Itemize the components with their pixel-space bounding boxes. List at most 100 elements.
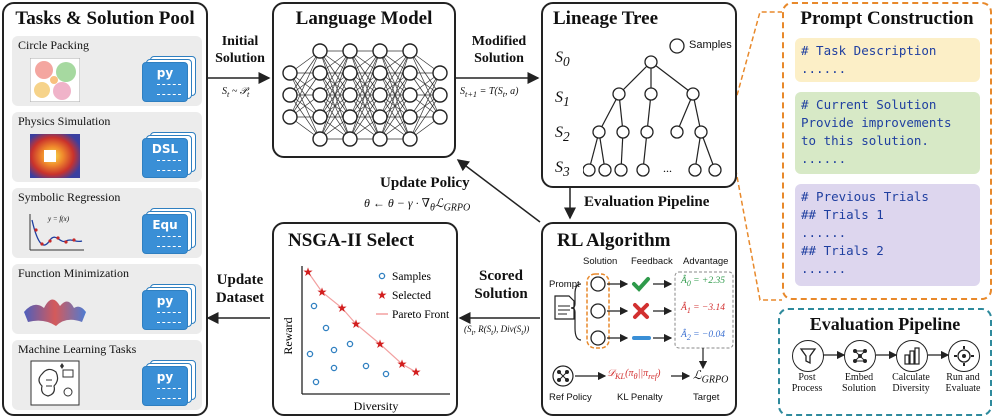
sample-point: [330, 346, 338, 354]
nn-node: [402, 131, 418, 147]
legend-sample-node: [669, 38, 685, 54]
ref-policy-icon: [552, 365, 574, 387]
modified-solution-label-line1: Modified: [471, 34, 527, 49]
file-ext-label: py: [156, 294, 174, 308]
sample-point: [382, 370, 390, 378]
task-label: Physics Simulation: [18, 114, 111, 128]
task-label: Circle Packing: [18, 38, 89, 52]
lineage-tree-panel: Lineage Tree Samples S0 S1 S2 S3 ...: [541, 2, 737, 188]
scored-solution-label-line2: Solution: [474, 286, 528, 302]
legend-front-label: Pareto Front: [392, 309, 450, 321]
task-circle-packing[interactable]: Circle Packing py: [12, 36, 202, 106]
nn-node: [432, 109, 448, 125]
symbolic-regression-plot: y = f(x): [29, 214, 84, 251]
nsga-title: NSGA-II Select: [288, 230, 415, 251]
initial-solution-label-line1: Initial: [221, 34, 259, 49]
lineage-tree-graph: ...: [583, 38, 722, 177]
gear-run-icon: [948, 340, 980, 372]
nn-node: [342, 131, 358, 147]
task-description-body: ......: [801, 61, 847, 76]
cross-icon: [633, 303, 649, 319]
modified-solution-label-line2: Solution: [474, 51, 524, 66]
task-label: Symbolic Regression: [18, 190, 121, 204]
previous-trials-line: ......: [801, 261, 847, 276]
previous-trials-line: ## Trials 2: [801, 243, 884, 258]
nn-node: [372, 43, 388, 59]
header-solution: Solution: [583, 256, 618, 267]
nn-node: [402, 43, 418, 59]
language-model-title: Language Model: [295, 8, 433, 29]
nn-node: [282, 65, 298, 81]
nn-node: [312, 43, 328, 59]
rl-algorithm-panel: RL Algorithm Solution Feedback Advantage…: [541, 222, 737, 416]
current-solution-header: # Current Solution: [801, 97, 937, 112]
task-description-block: # Task Description ......: [795, 38, 980, 82]
nn-node: [282, 87, 298, 103]
target-label: Target: [693, 392, 720, 403]
task-label: Function Minimization: [18, 266, 129, 280]
nn-node: [342, 65, 358, 81]
prompt-construction-title: Prompt Construction: [800, 8, 974, 29]
advantage-1: Â1 = −3.14: [681, 303, 725, 315]
nn-node: [372, 87, 388, 103]
sample-point: [330, 364, 338, 372]
sample-point: [306, 350, 314, 358]
nn-node: [432, 65, 448, 81]
selected-point: ★: [411, 365, 422, 379]
scored-solution-formula: (St, R(St), Div(St)): [464, 324, 530, 337]
previous-trials-line: ## Trials 1: [801, 207, 884, 222]
ref-policy-label: Ref Policy: [549, 392, 592, 403]
nn-node: [312, 109, 328, 125]
header-advantage: Advantage: [683, 256, 729, 267]
nn-node: [342, 43, 358, 59]
lineage-tree-title: Lineage Tree: [553, 8, 659, 29]
sample-point: [322, 324, 330, 332]
function-surface-image: [24, 299, 86, 326]
x-axis-label: Diversity: [354, 399, 399, 413]
update-policy-formula: θ ← θ − γ · ∇θℒGRPO: [364, 196, 471, 214]
previous-trials-header: # Previous Trials: [801, 189, 929, 204]
funnel-icon: [792, 340, 824, 372]
header-feedback: Feedback: [631, 256, 673, 267]
modified-solution-formula: St+1 = T(St, a): [460, 86, 519, 99]
advantage-2: Â2 = −0.04: [681, 330, 725, 342]
task-function-minimization[interactable]: Function Minimization py: [12, 264, 202, 334]
selected-point: ★: [397, 357, 408, 371]
current-solution-line: Provide improvements: [801, 115, 952, 130]
sample-point: [312, 378, 320, 386]
advantage-0: Â0 = +2.35: [681, 276, 725, 288]
nn-node: [312, 65, 328, 81]
pareto-front-line: [307, 271, 417, 373]
update-policy-label: Update Policy: [380, 175, 470, 191]
file-ext-label: DSL: [151, 142, 179, 156]
file-ext-label: py: [156, 370, 174, 384]
sample-point: [362, 362, 370, 370]
circle-packing-image: [30, 58, 80, 102]
file-ext-label: Equ: [152, 218, 178, 232]
neural-network-diagram: [282, 43, 448, 147]
scored-solution-label-line1: Scored: [479, 268, 523, 284]
evaluation-pipeline-arrows: [823, 350, 950, 360]
nn-node: [372, 109, 388, 125]
target-formula: ℒGRPO: [693, 368, 729, 386]
tree-ellipsis: ...: [663, 161, 672, 175]
task-physics-simulation[interactable]: Physics Simulation DSL: [12, 112, 202, 182]
current-solution-line: to this solution.: [801, 133, 929, 148]
update-dataset-label-line1: Update: [216, 272, 264, 288]
nn-node: [402, 109, 418, 125]
nn-node: [372, 131, 388, 147]
language-model-panel: Language Model: [272, 2, 456, 158]
samples-legend-label: Samples: [689, 39, 732, 51]
legend-sample-marker: [378, 272, 386, 280]
task-symbolic-regression[interactable]: Symbolic Regression y = f(x) Equ: [12, 188, 202, 258]
nn-node: [342, 87, 358, 103]
dsl-file-stack-icon: DSL: [142, 132, 196, 178]
tasks-solution-pool-panel: Tasks & Solution Pool Circle Packing py …: [2, 2, 208, 416]
ml-brain-icon: [30, 360, 80, 406]
legend-selected-marker: ★: [377, 288, 388, 302]
task-machine-learning[interactable]: Machine Learning Tasks py: [12, 340, 202, 410]
selected-point: ★: [317, 285, 328, 299]
